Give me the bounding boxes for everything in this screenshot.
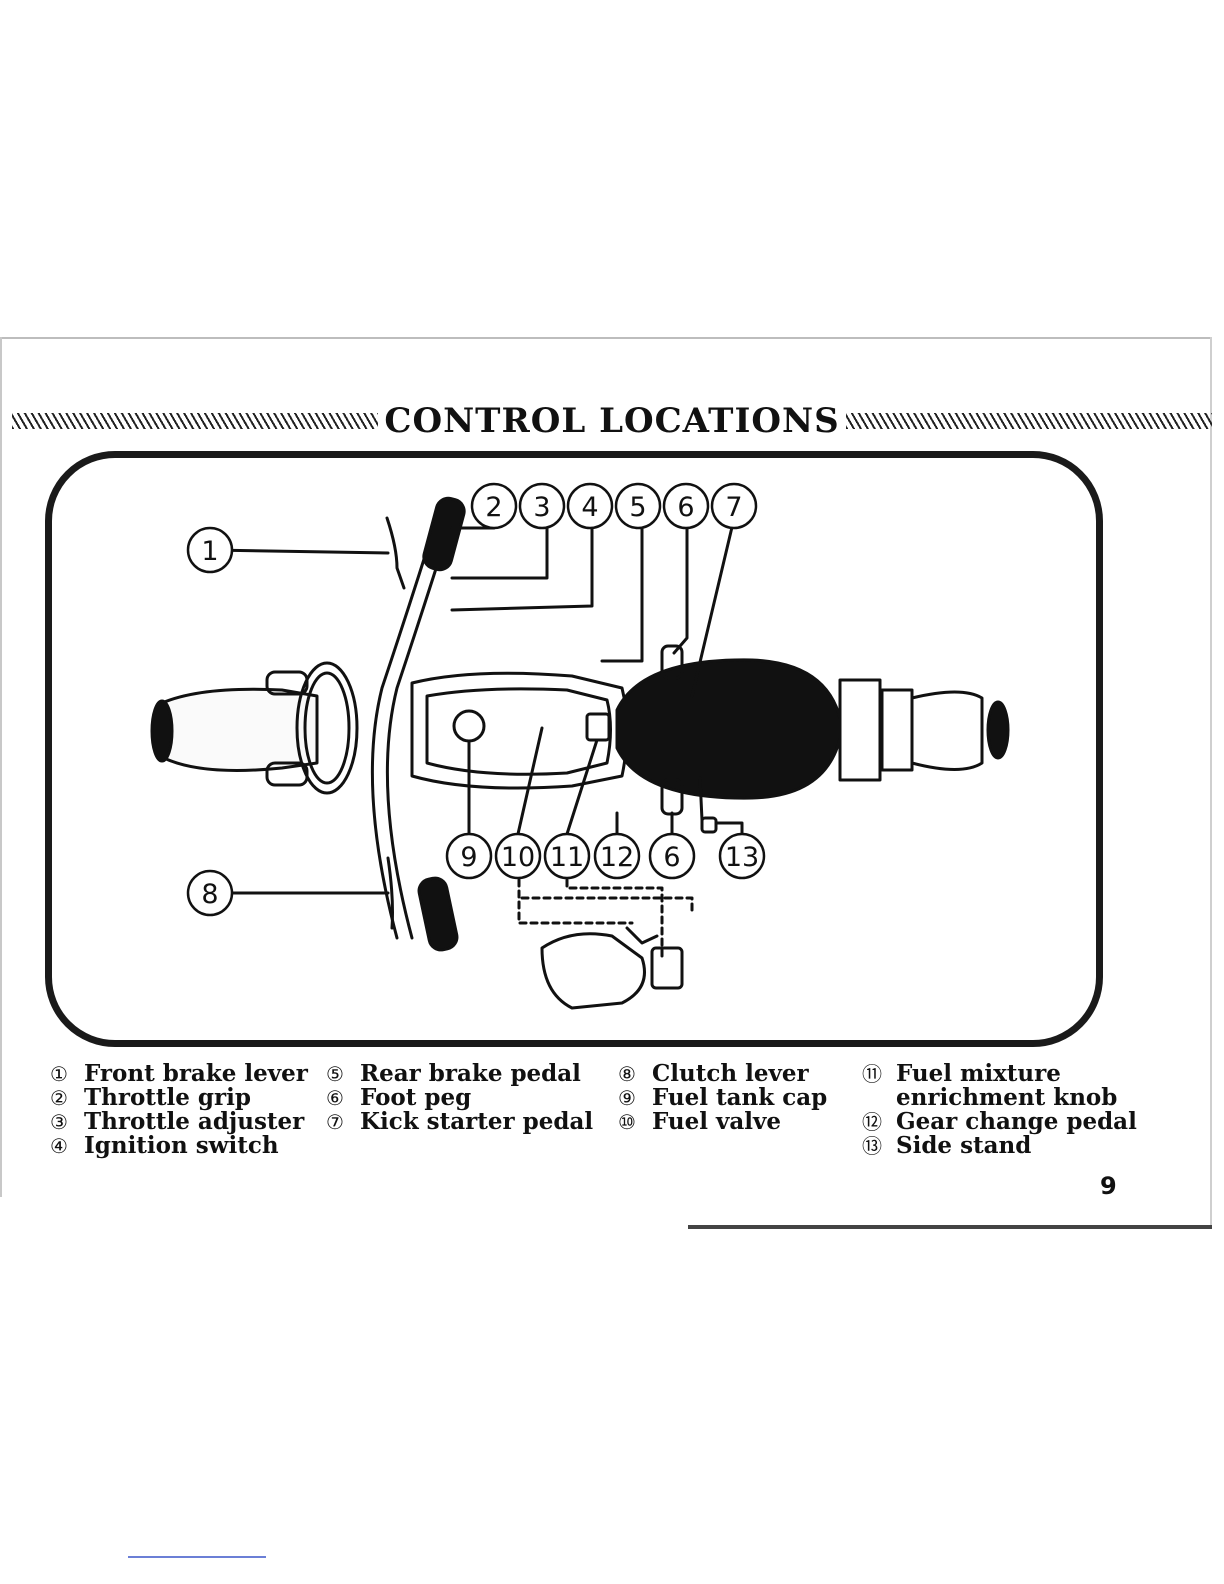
callout-top-2: 3: [533, 492, 550, 523]
legend-label: Fuel tank cap: [652, 1086, 827, 1110]
page-frame-bottom: [688, 1225, 1212, 1229]
legend-number: ①: [50, 1062, 84, 1086]
page-title: CONTROL LOCATIONS: [378, 401, 845, 441]
legend-label: Throttle grip: [84, 1086, 251, 1110]
legend-number: ⑧: [618, 1062, 652, 1086]
legend-label: Foot peg: [360, 1086, 471, 1110]
title-hatch-left: [12, 413, 378, 429]
clutch-grip-shape: [417, 876, 459, 952]
legend-label: Kick starter pedal: [360, 1110, 593, 1134]
control-locations-diagram: 2 3 4 5 6 7 1 9 10 11 12 6 13 8: [45, 451, 1103, 1047]
legend-number: ⑫: [862, 1110, 896, 1134]
fuel-tank-cap-shape: [454, 711, 484, 741]
callout-top-1: 2: [485, 492, 502, 523]
callout-bottom-6: 13: [725, 842, 759, 873]
inset-carburetor: [542, 934, 645, 1008]
front-brake-lever-shape: [387, 518, 404, 588]
legend-label: Ignition switch: [84, 1134, 279, 1158]
callout-top-4: 5: [629, 492, 646, 523]
legend-label: Clutch lever: [652, 1062, 809, 1086]
legend-label: Side stand: [896, 1134, 1031, 1158]
callout-bottom-3: 11: [550, 842, 584, 873]
callout-bottom-1: 9: [460, 842, 477, 873]
callout-bottom-4: 12: [600, 842, 634, 873]
title-row: CONTROL LOCATIONS: [12, 398, 1212, 444]
legend-number: ⑤: [326, 1062, 360, 1086]
legend-label: Throttle adjuster: [84, 1110, 304, 1134]
callout-top-6: 7: [725, 492, 742, 523]
front-tire: [152, 701, 172, 761]
legend-number: ②: [50, 1086, 84, 1110]
callout-bottom-2: 10: [501, 842, 535, 873]
legend-label: Gear change pedal: [896, 1110, 1137, 1134]
callout-top-3: 4: [581, 492, 598, 523]
footer-rule: [128, 1556, 266, 1558]
legend-number: ⑦: [326, 1110, 360, 1134]
legend-label: Fuel valve: [652, 1110, 781, 1134]
legend-number: ③: [50, 1110, 84, 1134]
motorcycle-illustration: 2 3 4 5 6 7 1 9 10 11 12 6 13 8: [52, 458, 1096, 1040]
legend-number: ⑬: [862, 1134, 896, 1158]
legend-number: ⑩: [618, 1110, 652, 1134]
callouts-top-group: [472, 484, 756, 528]
callout-bottom-5: 6: [663, 842, 680, 873]
rear-tire: [988, 702, 1008, 758]
callout-left-bottom: 8: [201, 879, 218, 910]
legend-number: ④: [50, 1134, 84, 1158]
page-frame-right: [1210, 337, 1212, 1227]
legend-label: Front brake lever: [84, 1062, 308, 1086]
title-hatch-right: [846, 413, 1212, 429]
page-frame-left: [0, 337, 2, 1197]
legend-number: ⑨: [618, 1086, 652, 1110]
legend-number: ⑪: [862, 1062, 896, 1086]
front-fender: [162, 689, 317, 770]
page-number: 9: [1100, 1172, 1117, 1200]
fuel-tank: [412, 673, 627, 788]
rear-fender: [912, 692, 982, 770]
callout-top-5: 6: [677, 492, 694, 523]
page-frame-top: [0, 337, 1212, 339]
legend-label: Rear brake pedal: [360, 1062, 581, 1086]
legend-number: ⑥: [326, 1086, 360, 1110]
callout-left-top: 1: [201, 536, 218, 567]
throttle-grip-shape: [421, 496, 467, 573]
tail-light: [882, 690, 912, 770]
seat: [617, 660, 842, 798]
legend-label: Fuel mixture enrichment knob: [896, 1062, 1117, 1110]
